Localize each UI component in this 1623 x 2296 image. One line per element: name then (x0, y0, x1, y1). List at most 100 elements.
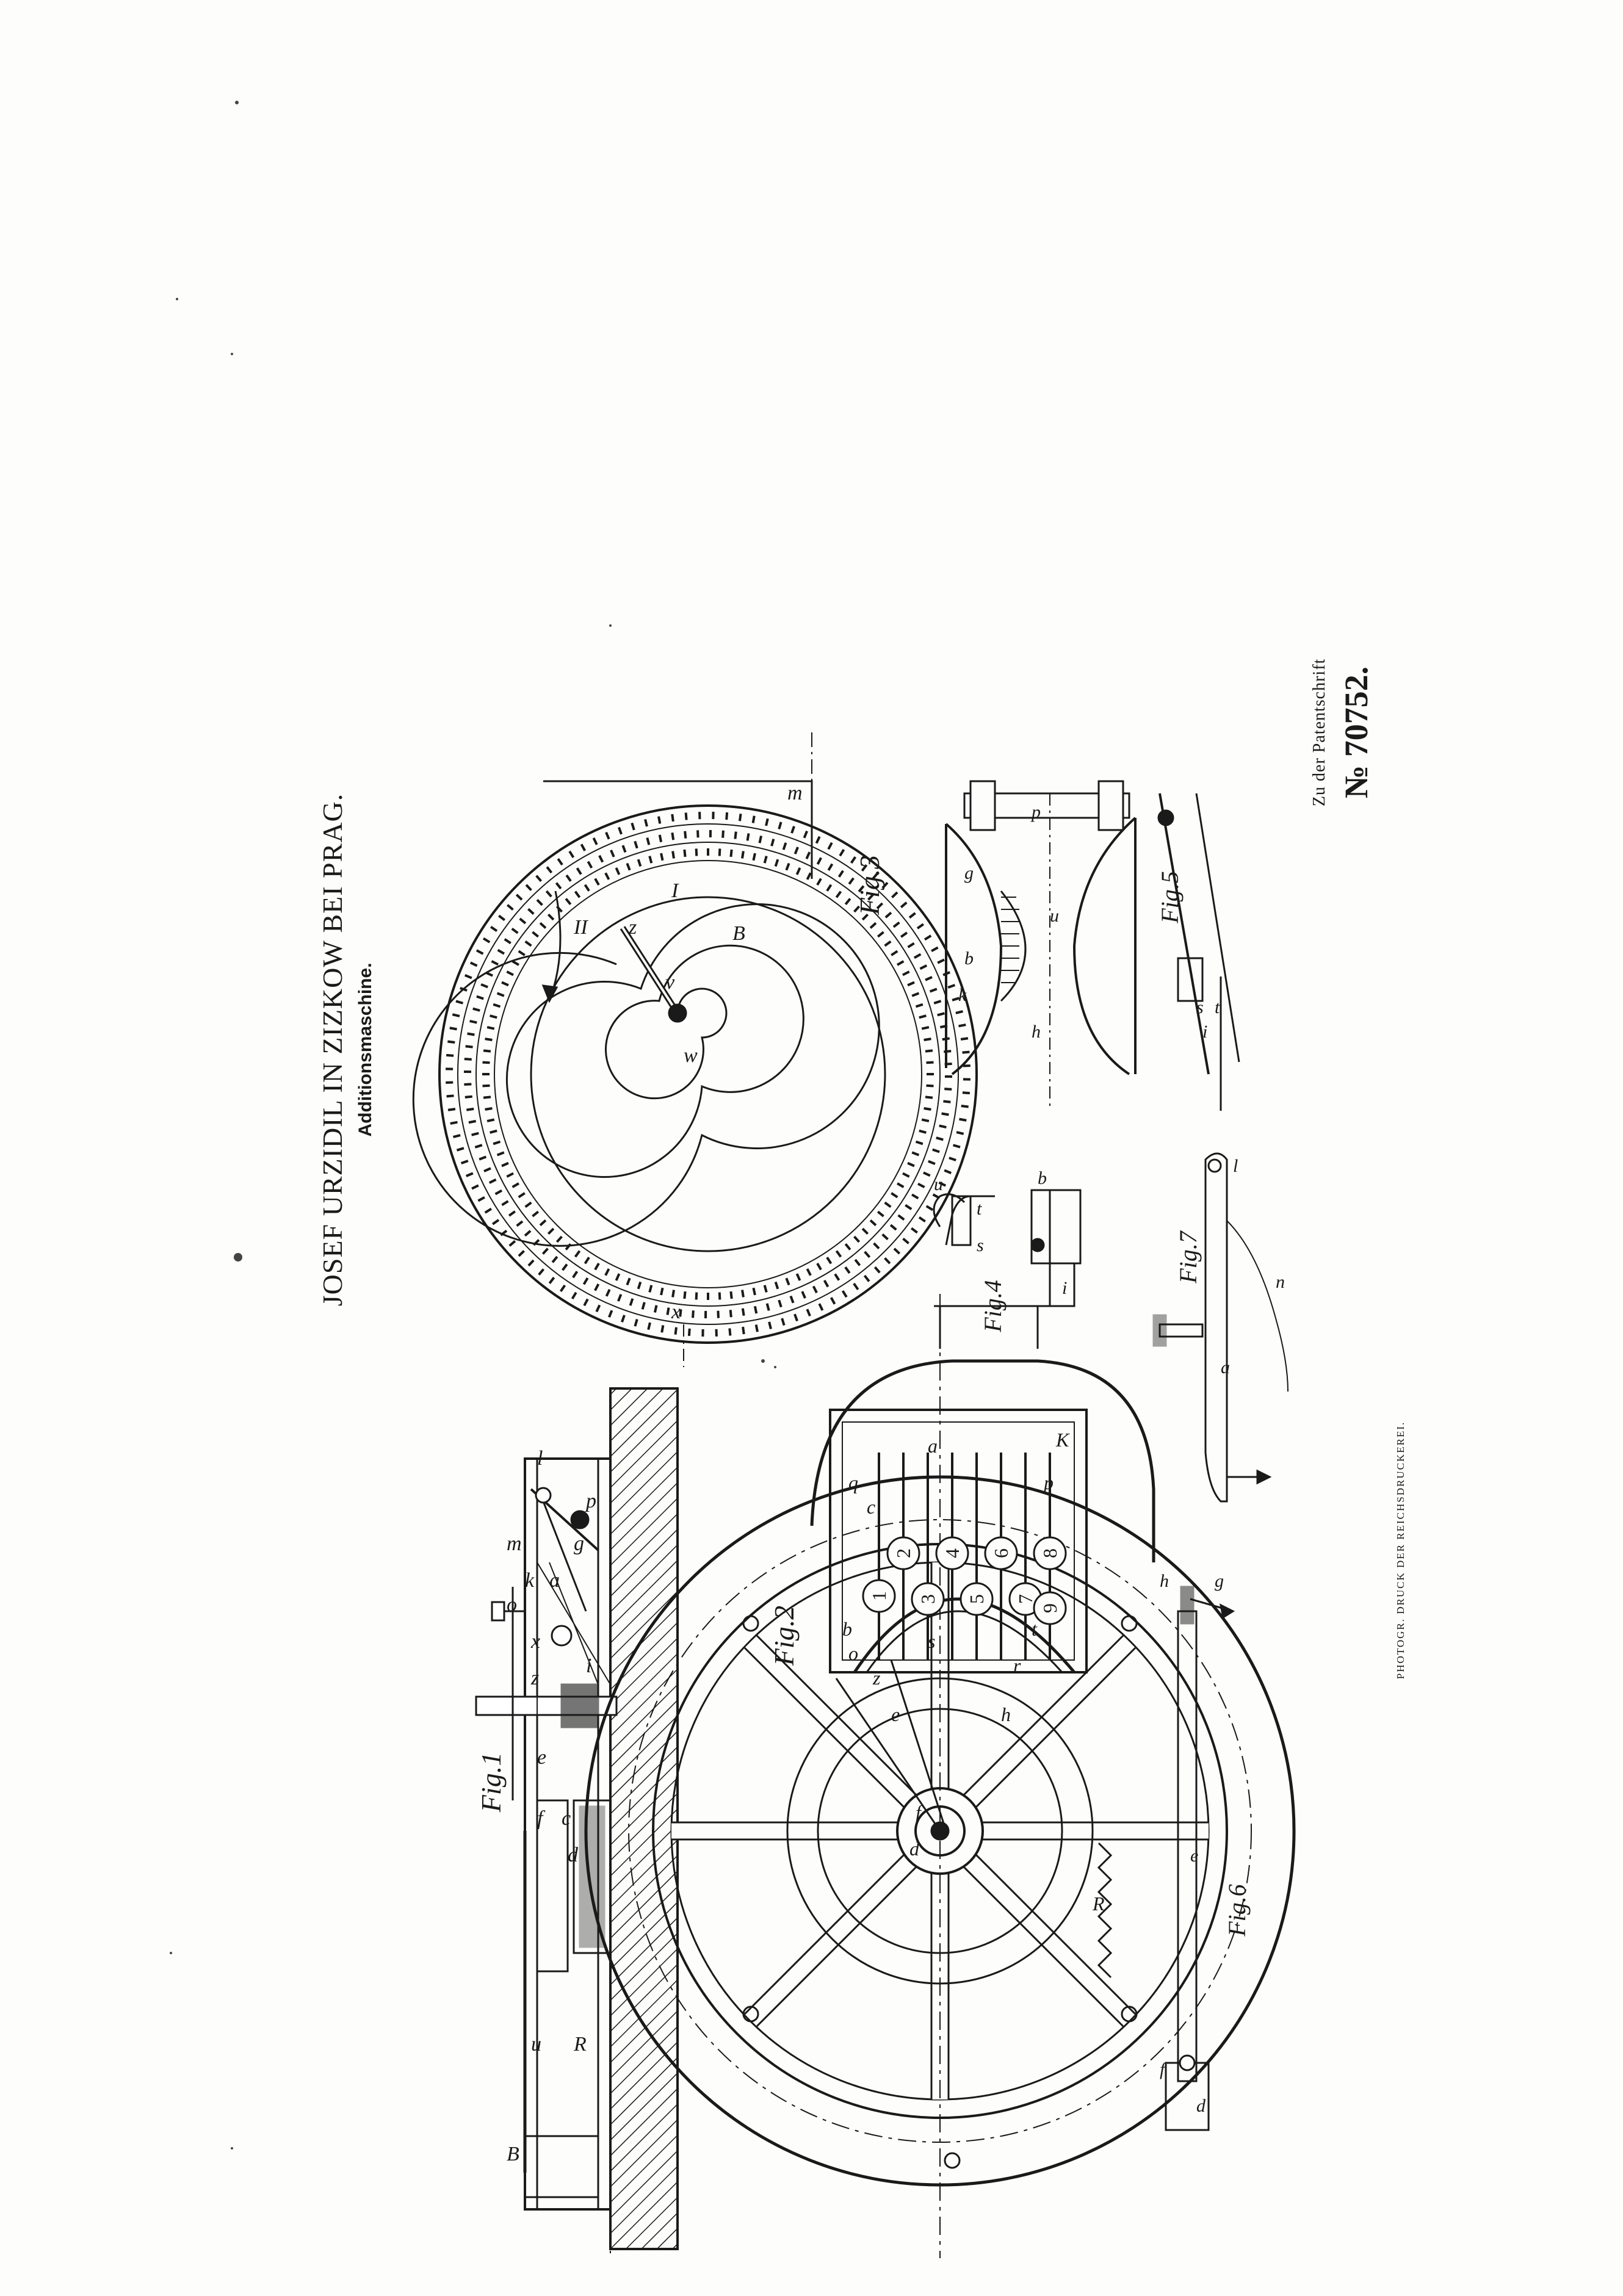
dial-scale-mark (648, 856, 653, 864)
dial-scale-mark (547, 1227, 555, 1235)
dial-scale-mark (919, 1129, 927, 1134)
dial-scale-mark (467, 1032, 475, 1036)
fig1-caption: Fig.1 (475, 1752, 507, 1813)
dial-scale-mark (539, 1219, 547, 1227)
dial-scale-mark (476, 995, 484, 1000)
dial-scale-mark (532, 1210, 540, 1218)
dial-scale-mark (518, 1250, 525, 1257)
fig2-key-3: 3 (917, 1594, 939, 1604)
fig6-labels: d f e h g (1160, 1571, 1224, 2116)
fig2-label-R: R (1092, 1893, 1105, 1915)
fig2-label-b: b (842, 1618, 852, 1640)
dial-scale-mark (518, 1192, 526, 1199)
fig1-label-l: l (537, 1447, 543, 1470)
dial-scale-mark (576, 867, 582, 875)
dial-scale-mark (555, 905, 563, 913)
fig5-caption: Fig.5 (1156, 871, 1184, 924)
dial-scale-mark (947, 984, 956, 989)
dial-scale-mark (830, 1297, 836, 1305)
patent-number: № 70752. (1338, 666, 1375, 798)
dial-scale-mark (547, 913, 555, 921)
fig1-labels: B u R d c e f z x k o m l g a i p (507, 1447, 596, 2165)
dial-scale-mark (785, 1277, 790, 1286)
fig5-label-u: u (1050, 906, 1059, 926)
fig1-label-a: a (549, 1569, 560, 1592)
dial-scale-mark (752, 853, 756, 861)
fig2-key-7: 7 (1014, 1594, 1036, 1604)
dial-scale-mark (944, 1169, 952, 1174)
dial-scale-mark (751, 815, 756, 823)
dial-scale-mark (464, 1058, 472, 1061)
dial-scale-mark (818, 1303, 824, 1311)
dial-scale-mark (889, 1224, 897, 1231)
dial-scale-mark (538, 1268, 545, 1276)
dial-scale-mark (816, 878, 822, 886)
dial-scale-mark (752, 1287, 756, 1296)
dial-scale-mark (465, 1045, 473, 1049)
dial-scale-mark (504, 938, 511, 945)
fig2-label-z: z (872, 1667, 881, 1689)
dial-scale-mark (891, 1192, 898, 1199)
dial-scale-mark (869, 922, 877, 929)
figure-5-detail (945, 780, 1240, 1111)
dial-scale-mark (574, 890, 581, 898)
dial-scale-mark (524, 1230, 532, 1237)
fig7-label-l: l (1233, 1156, 1238, 1176)
fig3-caption: Fig.3 (854, 855, 885, 915)
dial-scale-mark (931, 946, 939, 953)
dial-scale-mark (464, 1083, 472, 1086)
dial-scale-mark (516, 1220, 524, 1227)
fig2-label-a: a (928, 1435, 938, 1457)
dial-scale-mark (785, 862, 790, 871)
fig1-label-i: i (586, 1655, 591, 1677)
dial-scale-mark (637, 1281, 642, 1290)
dial-scale-mark (488, 1178, 497, 1184)
dial-scale-mark (647, 1322, 651, 1330)
dial-scale-mark (456, 1147, 464, 1152)
dial-scale-mark (958, 1023, 966, 1028)
fig5-label-b: b (964, 948, 974, 969)
dial-scale-mark (844, 898, 851, 906)
dial-scale-mark (518, 950, 526, 956)
inventor-title: JOSEF URZIDIL IN ZIZKOW BEI PRAG. (317, 793, 348, 1307)
dial-scale-mark (491, 960, 499, 966)
paper-specks (170, 101, 776, 2150)
dial-scale-mark (497, 948, 505, 955)
dial-scale-mark (949, 1157, 956, 1161)
fig5-label-t: t (1215, 997, 1220, 1017)
dial-scale-mark (479, 1155, 487, 1161)
dial-scale-mark (535, 875, 543, 883)
dial-scale-mark (494, 1189, 503, 1196)
dial-scale-mark (932, 1148, 940, 1153)
dial-scale-mark (864, 1251, 871, 1258)
dial-scale-mark (863, 1274, 870, 1282)
dial-scale-mark (928, 1160, 936, 1165)
dial-scale-mark (905, 1204, 913, 1210)
dial-scale-mark (962, 1050, 970, 1054)
dial-scale-mark (881, 881, 889, 889)
fig5-label-g: g (964, 863, 974, 883)
dial-scale-mark (790, 826, 795, 834)
dial-scale-mark (536, 898, 543, 906)
dial-scale-mark (741, 1308, 745, 1316)
dial-scale-mark (598, 854, 604, 863)
dial-scale-mark (555, 1235, 563, 1243)
dial-scale-mark (446, 1053, 454, 1057)
dial-scale-mark (480, 983, 488, 989)
dial-scale-mark (897, 1214, 905, 1221)
dial-scale-mark (496, 992, 505, 997)
fig1-label-u: u (531, 2033, 541, 2056)
dial-scale-mark (778, 1299, 783, 1308)
dial-scale-mark (900, 931, 908, 938)
fig7-caption: Fig.7 (1174, 1230, 1202, 1284)
fig2-key-5: 5 (966, 1594, 988, 1604)
dial-scale-mark (925, 976, 933, 981)
dial-scale-mark (746, 833, 750, 841)
dial-scale-mark (763, 856, 768, 864)
dial-scale-mark (781, 1318, 786, 1326)
dial-scale-mark (884, 940, 892, 947)
dial-scale-mark (555, 882, 562, 890)
fig5-label-h: h (1032, 1022, 1041, 1042)
dial-scale-mark (615, 1273, 621, 1281)
dial-scale-mark (587, 861, 593, 869)
